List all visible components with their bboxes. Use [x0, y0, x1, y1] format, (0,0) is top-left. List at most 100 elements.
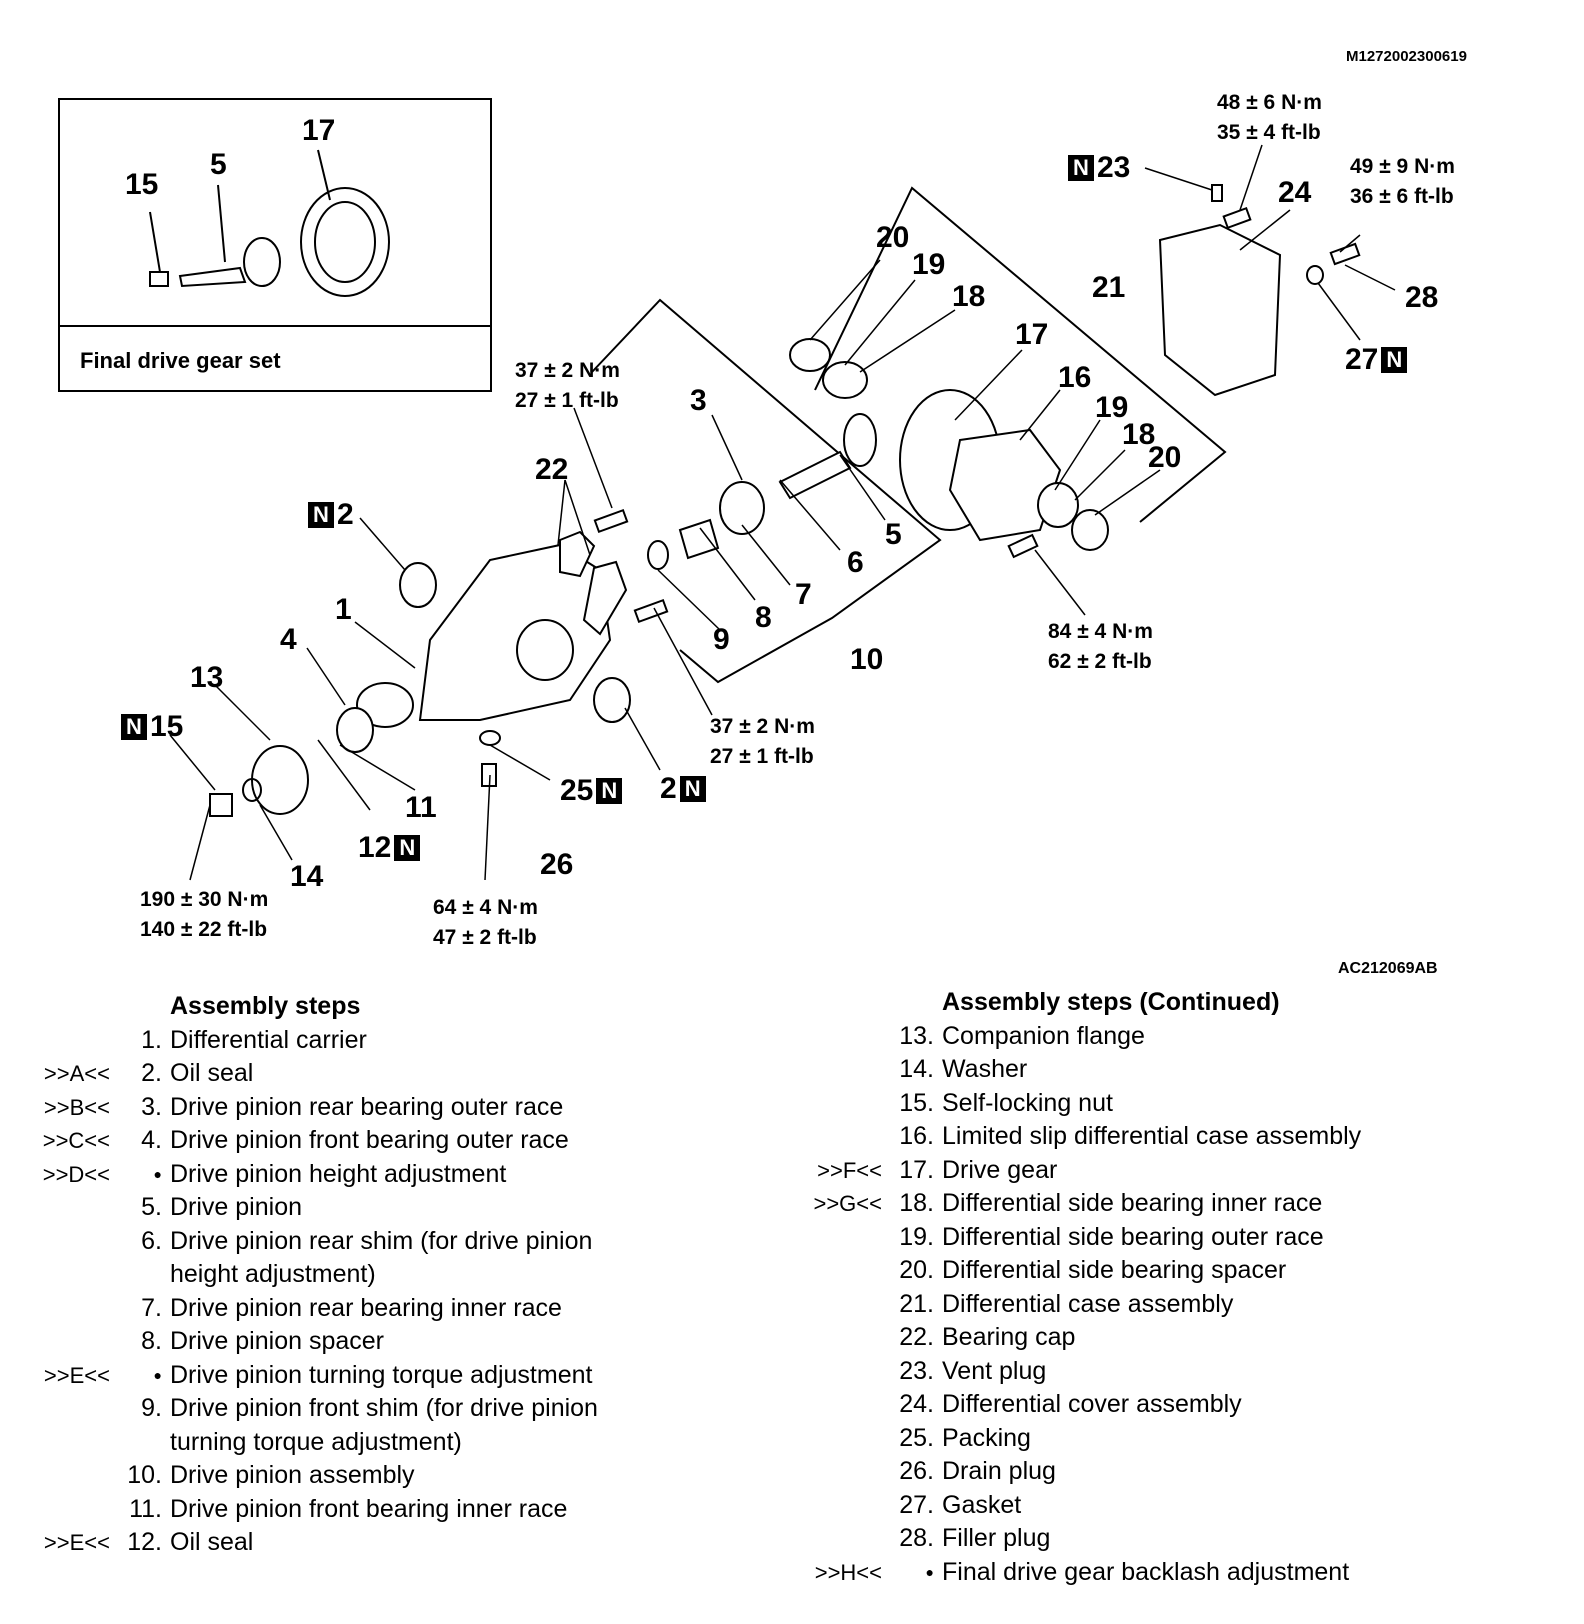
step-number: 22. [899, 1323, 934, 1351]
step-text: Drive pinion rear shim (for drive pinion… [170, 1226, 593, 1289]
callout-24: 24 [1278, 176, 1312, 209]
torque-nm: 37 ± 2 N·m [710, 715, 815, 738]
step-number: 7. [141, 1293, 162, 1322]
step-number: 23. [899, 1356, 934, 1385]
step-ref: >>G<< [813, 1191, 882, 1216]
step-number: 15. [899, 1088, 934, 1117]
step-ref [18, 1292, 118, 1326]
step-row: 22.Bearing cap [790, 1321, 1412, 1355]
step-ref: >>E<< [43, 1530, 110, 1555]
torque-vent-plug: 48 ± 6 N·m 35 ± 4 ft-lb [1217, 88, 1322, 148]
step-row: 13.Companion flange [790, 1020, 1412, 1054]
step-row: 28. Filler plug [790, 1522, 1412, 1556]
step-text: Differential side bearing inner race [942, 1189, 1323, 1217]
step-number: 4. [141, 1126, 162, 1154]
step-text: Differential carrier [170, 1025, 367, 1054]
torque-ft: 140 ± 22 ft-lb [140, 918, 268, 941]
step-number: 10. [127, 1461, 162, 1489]
inset-callout-5: 5 [210, 148, 227, 181]
step-ref [790, 1221, 890, 1255]
step-row: 1.Differential carrier [18, 1024, 640, 1058]
torque-nm: 64 ± 4 N·m [433, 896, 538, 919]
torque-nm: 84 ± 4 N·m [1048, 620, 1153, 643]
step-row: 11.Drive pinion front bearing inner race [18, 1493, 640, 1527]
step-row: >>F<<17.Drive gear [790, 1154, 1412, 1188]
step-row: >>D<<●Drive pinion height adjustment [18, 1158, 640, 1192]
step-row: >>C<<4.Drive pinion front bearing outer … [18, 1124, 640, 1158]
step-text: Limited slip differential case assembly [942, 1122, 1362, 1150]
step-text: Drive pinion spacer [170, 1327, 384, 1355]
n-mark-icon: N [596, 778, 623, 804]
assembly-steps-right: Assembly steps (Continued) 13.Companion … [790, 986, 1412, 1589]
step-text: Drive pinion turning torque adjustment [170, 1360, 593, 1389]
callout-7: 7 [795, 578, 812, 611]
n-mark-icon: N [679, 776, 706, 802]
step-row: >>E<<●Drive pinion turning torque adjust… [18, 1359, 640, 1393]
figure-id: AC212069AB [1338, 960, 1438, 977]
step-ref [790, 1388, 890, 1422]
callout-13: 13 [190, 661, 224, 694]
torque-ft: 27 ± 1 ft-lb [710, 745, 814, 768]
step-text: Washer [942, 1055, 1028, 1083]
step-ref: >>A<< [43, 1061, 110, 1086]
step-number: 9. [141, 1394, 162, 1422]
step-row: 9. Drive pinion front shim (for drive pin… [18, 1392, 640, 1459]
step-text: Drive pinion rear bearing outer race [170, 1092, 564, 1121]
torque-bearing-cap-bottom: 37 ± 2 N·m 27 ± 1 ft-lb [710, 712, 815, 772]
step-number: 18. [899, 1189, 934, 1217]
callout-11: 11 [405, 791, 437, 824]
step-number: ● [153, 1366, 162, 1383]
n-mark-icon: N [394, 835, 421, 861]
step-ref: >>B<< [43, 1094, 110, 1120]
step-number: 25. [899, 1423, 934, 1452]
step-number: 28. [899, 1524, 934, 1552]
step-text: Drive pinion rear bearing inner race [170, 1293, 562, 1322]
step-text: Drain plug [942, 1457, 1056, 1485]
callout-18-bottom: 18 [1122, 418, 1156, 451]
step-number: 26. [899, 1457, 934, 1485]
n-mark-icon: N [121, 714, 147, 740]
callout-17: 17 [1015, 318, 1049, 351]
step-ref [790, 1321, 890, 1355]
step-row: 7. Drive pinion rear bearing inner race [18, 1292, 640, 1326]
step-number: ● [925, 1563, 934, 1580]
step-text: Gasket [942, 1490, 1022, 1519]
torque-bearing-cap-top: 37 ± 2 N·m 27 ± 1 ft-lb [515, 356, 620, 416]
callout-20-bottom: 20 [1148, 441, 1182, 474]
step-row: 24.Differential cover assembly [790, 1388, 1412, 1422]
step-ref [790, 1254, 890, 1288]
step-row: 26. Drain plug [790, 1455, 1412, 1489]
step-ref: >>D<< [42, 1161, 110, 1187]
step-number: 17. [899, 1155, 934, 1184]
callout-14: 14 [290, 860, 324, 893]
step-number: 6. [141, 1226, 162, 1255]
step-row: >>E<<12.Oil seal [18, 1526, 640, 1560]
inset-callout-15: 15 [125, 168, 159, 201]
step-text: Differential cover assembly [942, 1390, 1242, 1418]
step-ref [790, 1087, 890, 1121]
inset-caption: Final drive gear set [80, 348, 281, 373]
step-number: 16. [899, 1122, 934, 1150]
step-number: 13. [899, 1021, 934, 1050]
step-ref [790, 1020, 890, 1054]
step-ref [790, 1355, 890, 1389]
torque-nm: 190 ± 30 N·m [140, 888, 269, 911]
n-mark-icon: N [1381, 347, 1408, 373]
step-row: 8.Drive pinion spacer [18, 1325, 640, 1359]
callout-4: 4 [280, 623, 297, 656]
torque-self-locking-nut: 190 ± 30 N·m 140 ± 22 ft-lb [140, 885, 268, 945]
step-text: Oil seal [170, 1528, 254, 1556]
n-mark-icon: N [1068, 155, 1094, 181]
step-number: 2. [141, 1059, 162, 1087]
step-number: 11. [129, 1494, 162, 1523]
step-text: Filler plug [942, 1524, 1051, 1552]
callout-9: 9 [713, 623, 730, 656]
step-row: >>B<<3.Drive pinion rear bearing outer r… [18, 1091, 640, 1125]
step-text: Drive pinion front shim (for drive pinio… [170, 1394, 598, 1456]
callout-10: 10 [850, 643, 884, 676]
step-ref: >>F<< [817, 1157, 882, 1183]
